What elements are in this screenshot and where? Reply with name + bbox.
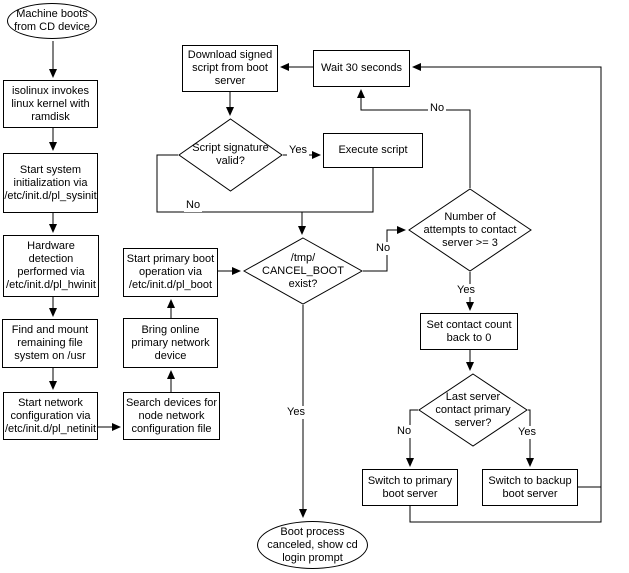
diamond-shape [418,373,528,447]
node-last-server-primary: Last server contact primary server? [418,373,528,447]
diamond-shape [408,188,532,272]
node-set-contact-count: Set contact count back to 0 [420,313,518,350]
node-switch-backup: Switch to backup boot server [482,469,578,506]
edge-label-sigvalid-no: No [184,199,203,212]
node-wait-30-seconds: Wait 30 seconds [313,50,410,87]
diamond-shape [178,118,283,192]
edge-label-cancelboot-yes: Yes [285,406,307,419]
decision-label: Script signature valid? [192,142,269,167]
decision-label: /tmp/ CANCEL_BOOT exist? [262,251,344,290]
node-download-script: Download signed script from boot server [182,45,278,92]
edge-label-lastserver-yes: Yes [516,426,538,439]
decision-label: Number of attempts to contact server >= … [423,210,517,249]
node-start-sysinit: Start system initialization via /etc/ini… [3,153,98,213]
decision-label: Last server contact primary server? [435,390,511,429]
node-switch-primary: Switch to primary boot server [362,469,458,506]
edge-execute-merge [302,168,374,213]
node-start-netinit: Start network configuration via /etc/ini… [3,392,98,440]
edge-label-attempts-yes: Yes [455,284,477,297]
edge-primary-loop-wait [409,63,602,523]
edge-label-sigvalid-yes: Yes [287,144,309,157]
edge-label-cancelboot-no: No [374,242,393,255]
node-find-mount-usr: Find and mount remaining file system on … [2,319,98,368]
node-execute-script: Execute script [323,133,423,168]
edge-label-lastserver-no: No [395,425,414,438]
node-isolinux-invokes: isolinux invokes linux kernel with ramdi… [3,80,98,128]
node-attempts-to-contact: Number of attempts to contact server >= … [408,188,532,272]
node-bring-online-device: Bring online primary network device [123,318,218,368]
edge-lastserver-no-primary [406,409,418,467]
node-script-signature-valid: Script signature valid? [178,118,283,192]
edge-label-attempts-no: No [428,102,447,115]
node-boot-canceled: Boot process canceled, show cd login pro… [257,521,368,569]
diamond-shape [243,237,363,305]
node-cancel-boot-exist: /tmp/ CANCEL_BOOT exist? [243,237,363,305]
node-hardware-detection: Hardware detection performed via /etc/in… [3,235,99,297]
node-search-devices: Search devices for node network configur… [123,392,220,440]
node-machine-boots-cd: Machine boots from CD device [7,3,97,39]
node-start-pl-boot: Start primary boot operation via /etc/in… [123,248,218,297]
